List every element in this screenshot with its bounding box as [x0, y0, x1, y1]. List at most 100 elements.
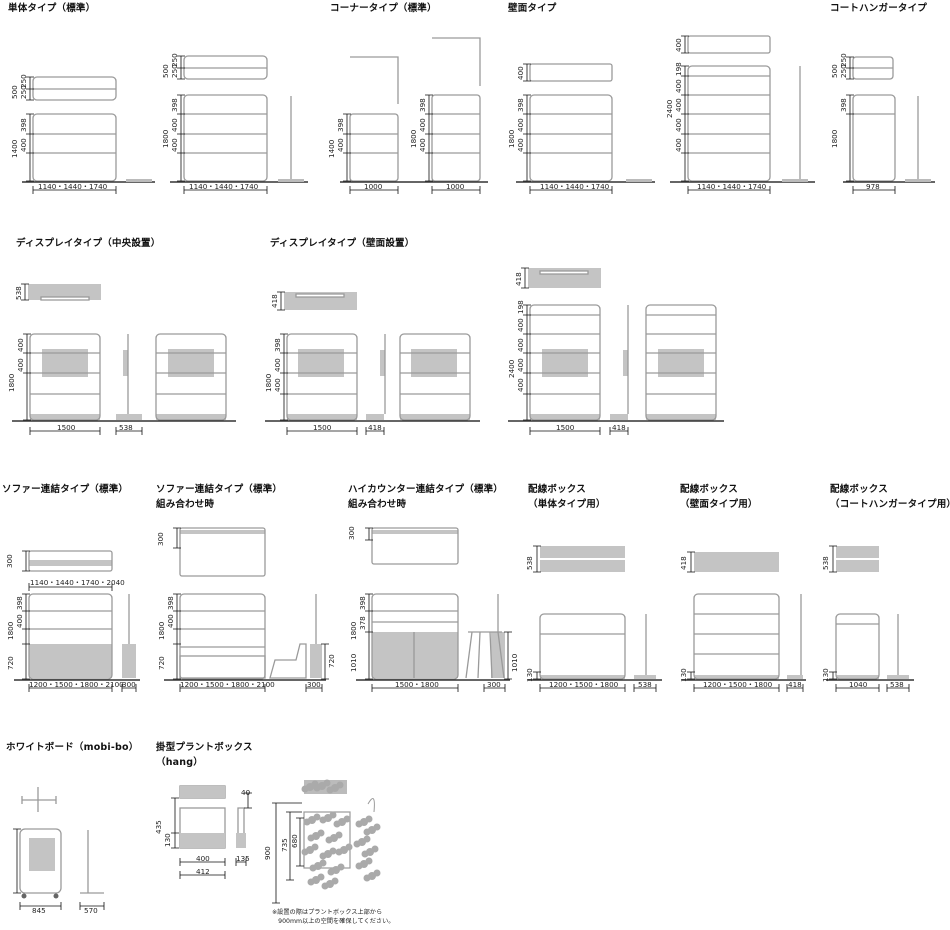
dim-label: 680 — [290, 834, 299, 848]
dim-label: 130 — [163, 833, 172, 847]
dim-label: 538 — [821, 556, 830, 570]
dim-width: 418 — [612, 423, 626, 432]
dim-label: 400 — [674, 118, 683, 132]
dim-label: 1800 — [507, 129, 516, 148]
dim-label: 130 — [525, 668, 534, 682]
corner-elevation-1 — [349, 113, 399, 182]
dim-label: 418 — [270, 294, 279, 308]
dim-label: 1400 — [10, 139, 19, 158]
dim-width: 1200・1500・1800・2100 — [180, 680, 275, 689]
dim-label: 400 — [15, 614, 24, 628]
dim-label: 2400 — [665, 99, 674, 118]
box-single-elevation — [539, 613, 626, 680]
dim-label: 130 — [821, 668, 830, 682]
dim-label: 400 — [674, 98, 683, 112]
single-elevation-tall — [183, 94, 268, 182]
display-wall-front — [286, 333, 358, 421]
box-wall-top — [694, 552, 779, 572]
dim-label: 500 — [830, 64, 839, 78]
title-coat-hanger-type: コートハンガータイプ — [830, 3, 928, 14]
dim-width: 40 — [241, 788, 251, 797]
dim-label: 1800 — [349, 621, 358, 640]
dim-label: 250 — [839, 53, 848, 67]
dim-label: 1800 — [157, 621, 166, 640]
dim-label: 1010 — [510, 653, 519, 672]
title-sofa-type: ソファー連結タイプ（標準） — [2, 484, 129, 495]
sofa-combo-elevation — [179, 593, 266, 680]
dim-label: 538 — [525, 556, 534, 570]
dim-label: 2400 — [507, 359, 516, 378]
dim-label: 400 — [674, 79, 683, 93]
dim-label: 720 — [157, 656, 166, 670]
sofa-top-view — [28, 550, 113, 572]
dim-width: 1200・1500・1800 — [549, 680, 619, 689]
dim-label: 1800 — [7, 373, 16, 392]
dim-label: 400 — [166, 614, 175, 628]
title-display-wall: ディスプレイタイプ（壁面設置） — [270, 238, 415, 249]
display-wall-panel — [298, 349, 344, 377]
dim-width: 1140・1440・1740 — [189, 182, 259, 191]
dim-width: 1000 — [446, 182, 465, 191]
dim-label: 720 — [6, 656, 15, 670]
dim-label: 130 — [679, 668, 688, 682]
whiteboard-panel — [29, 838, 55, 871]
dim-label: 400 — [273, 378, 282, 392]
dim-width: 538 — [890, 680, 904, 689]
dim-label: 398 — [516, 98, 525, 112]
dim-width: 570 — [84, 906, 98, 915]
title-whiteboard: ホワイトボード（mobi-bo） — [6, 742, 139, 753]
corner-top-view-2 — [432, 37, 481, 86]
dim-width: 400 — [196, 854, 210, 863]
dim-width: 1140・1440・1740 — [540, 182, 610, 191]
whiteboard-elevation — [19, 828, 62, 894]
title-plant-box-1: 掛型プラントボックス — [156, 742, 253, 753]
dim-label: 398 — [273, 338, 282, 352]
dim-label: 400 — [516, 138, 525, 152]
coat-elevation — [852, 94, 896, 182]
dim-label: 400 — [516, 338, 525, 352]
dim-label: 400 — [170, 118, 179, 132]
display-2400-panel — [542, 349, 588, 377]
box-wall-elevation — [693, 593, 780, 680]
dim-label: 735 — [280, 838, 289, 852]
whiteboard-side-view — [80, 830, 104, 894]
box-coat-top — [836, 546, 879, 558]
dim-label: 900 — [263, 846, 272, 860]
dim-width: 1040 — [849, 680, 868, 689]
plant-foliage — [301, 779, 381, 890]
dim-label: 400 — [516, 318, 525, 332]
title-box-wall-2: （壁面タイプ用） — [680, 499, 758, 510]
corner-elevation-2 — [431, 94, 481, 182]
dim-label: 300 — [347, 526, 356, 540]
dim-width: 300 — [122, 680, 136, 689]
box-coat-elevation — [835, 613, 880, 680]
counter-elevation — [371, 593, 459, 680]
dim-width: 412 — [196, 867, 210, 876]
title-counter-2: 組み合わせ時 — [348, 499, 407, 510]
title-box-coat-2: （コートハンガータイプ用） — [830, 499, 950, 510]
dim-label: 400 — [418, 118, 427, 132]
dim-width: 1200・1500・1800・2100 — [29, 680, 124, 689]
title-sofa-combo-1: ソファー連結タイプ（標準） — [156, 484, 283, 495]
sofa-seat-section — [29, 644, 112, 678]
dim-label: 300 — [156, 532, 165, 546]
dim-label: 1400 — [327, 139, 336, 158]
dim-label: 435 — [154, 820, 163, 834]
dim-width: 1140・1440・1740 — [38, 182, 108, 191]
corner-top-view-1 — [350, 56, 399, 104]
dim-label: 500 — [10, 85, 19, 99]
installation-note: ※設置の際はプラントボックス上部から 900mm以上の空間を確保してください。 — [272, 909, 395, 925]
dim-label: 198 — [674, 62, 683, 76]
dim-label: 400 — [418, 138, 427, 152]
dim-label: 400 — [674, 138, 683, 152]
title-corner-type: コーナータイプ（標準） — [330, 3, 437, 14]
dim-label: 1010 — [349, 653, 358, 672]
dim-width: 1500・1800 — [395, 680, 439, 689]
title-counter-1: ハイカウンター連結タイプ（標準） — [348, 484, 504, 495]
dim-width: 1140・1440・1740 — [697, 182, 767, 191]
counter-top-view — [371, 527, 459, 565]
whiteboard-top-view — [21, 787, 57, 812]
title-box-single-2: （単体タイプ用） — [528, 499, 606, 510]
dim-label: 400 — [19, 138, 28, 152]
